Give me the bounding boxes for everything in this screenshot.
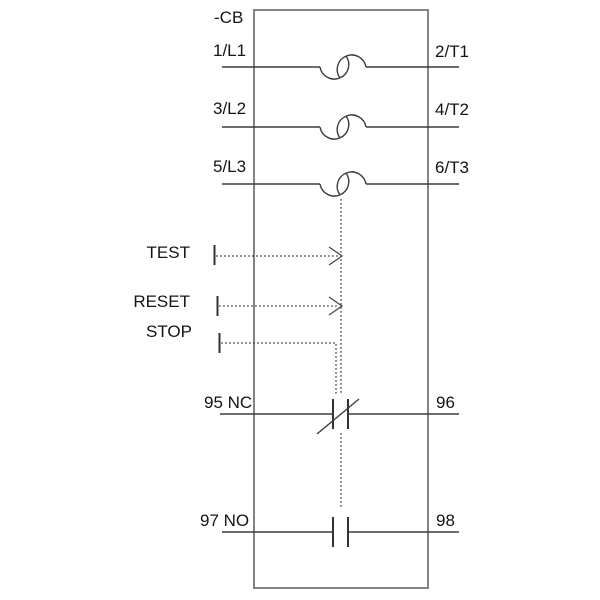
relay-body-outline	[253, 9, 429, 589]
pole-2	[222, 114, 459, 140]
thermal-element-icon	[319, 171, 367, 197]
pole-1	[222, 54, 459, 80]
test-actuator	[213, 245, 344, 266]
stop-dashed-elbow-line	[221, 342, 337, 394]
terminal-label-1L1: 1/L1	[213, 41, 247, 60]
thermal-element-icon	[319, 54, 367, 80]
terminal-label-98: 98	[436, 511, 455, 530]
pole-3	[222, 171, 459, 197]
arrow-right-icon	[328, 246, 344, 266]
nc-break-slash	[316, 398, 360, 435]
stop-actuator	[218, 333, 337, 394]
test-label: TEST	[146, 243, 190, 262]
no-contact-icon	[222, 517, 459, 547]
terminal-label-2T1: 2/T1	[435, 42, 470, 61]
reset-label: RESET	[133, 292, 190, 311]
device-label: -CB	[214, 8, 244, 27]
terminal-label-5L3: 5/L3	[213, 157, 247, 176]
terminal-label-6T3: 6/T3	[435, 158, 470, 177]
terminal-label-3L2: 3/L2	[213, 99, 247, 118]
terminal-label-97NO: 97 NO	[200, 511, 250, 530]
reset-actuator	[216, 296, 344, 316]
stop-label: STOP	[146, 322, 192, 341]
terminal-label-95NC: 95 NC	[204, 393, 253, 412]
nc-contact-icon	[220, 398, 459, 435]
thermal-element-icon	[319, 114, 367, 140]
arrow-right-icon	[328, 296, 344, 316]
terminal-label-96: 96	[436, 393, 455, 412]
terminal-label-4T2: 4/T2	[435, 100, 470, 119]
